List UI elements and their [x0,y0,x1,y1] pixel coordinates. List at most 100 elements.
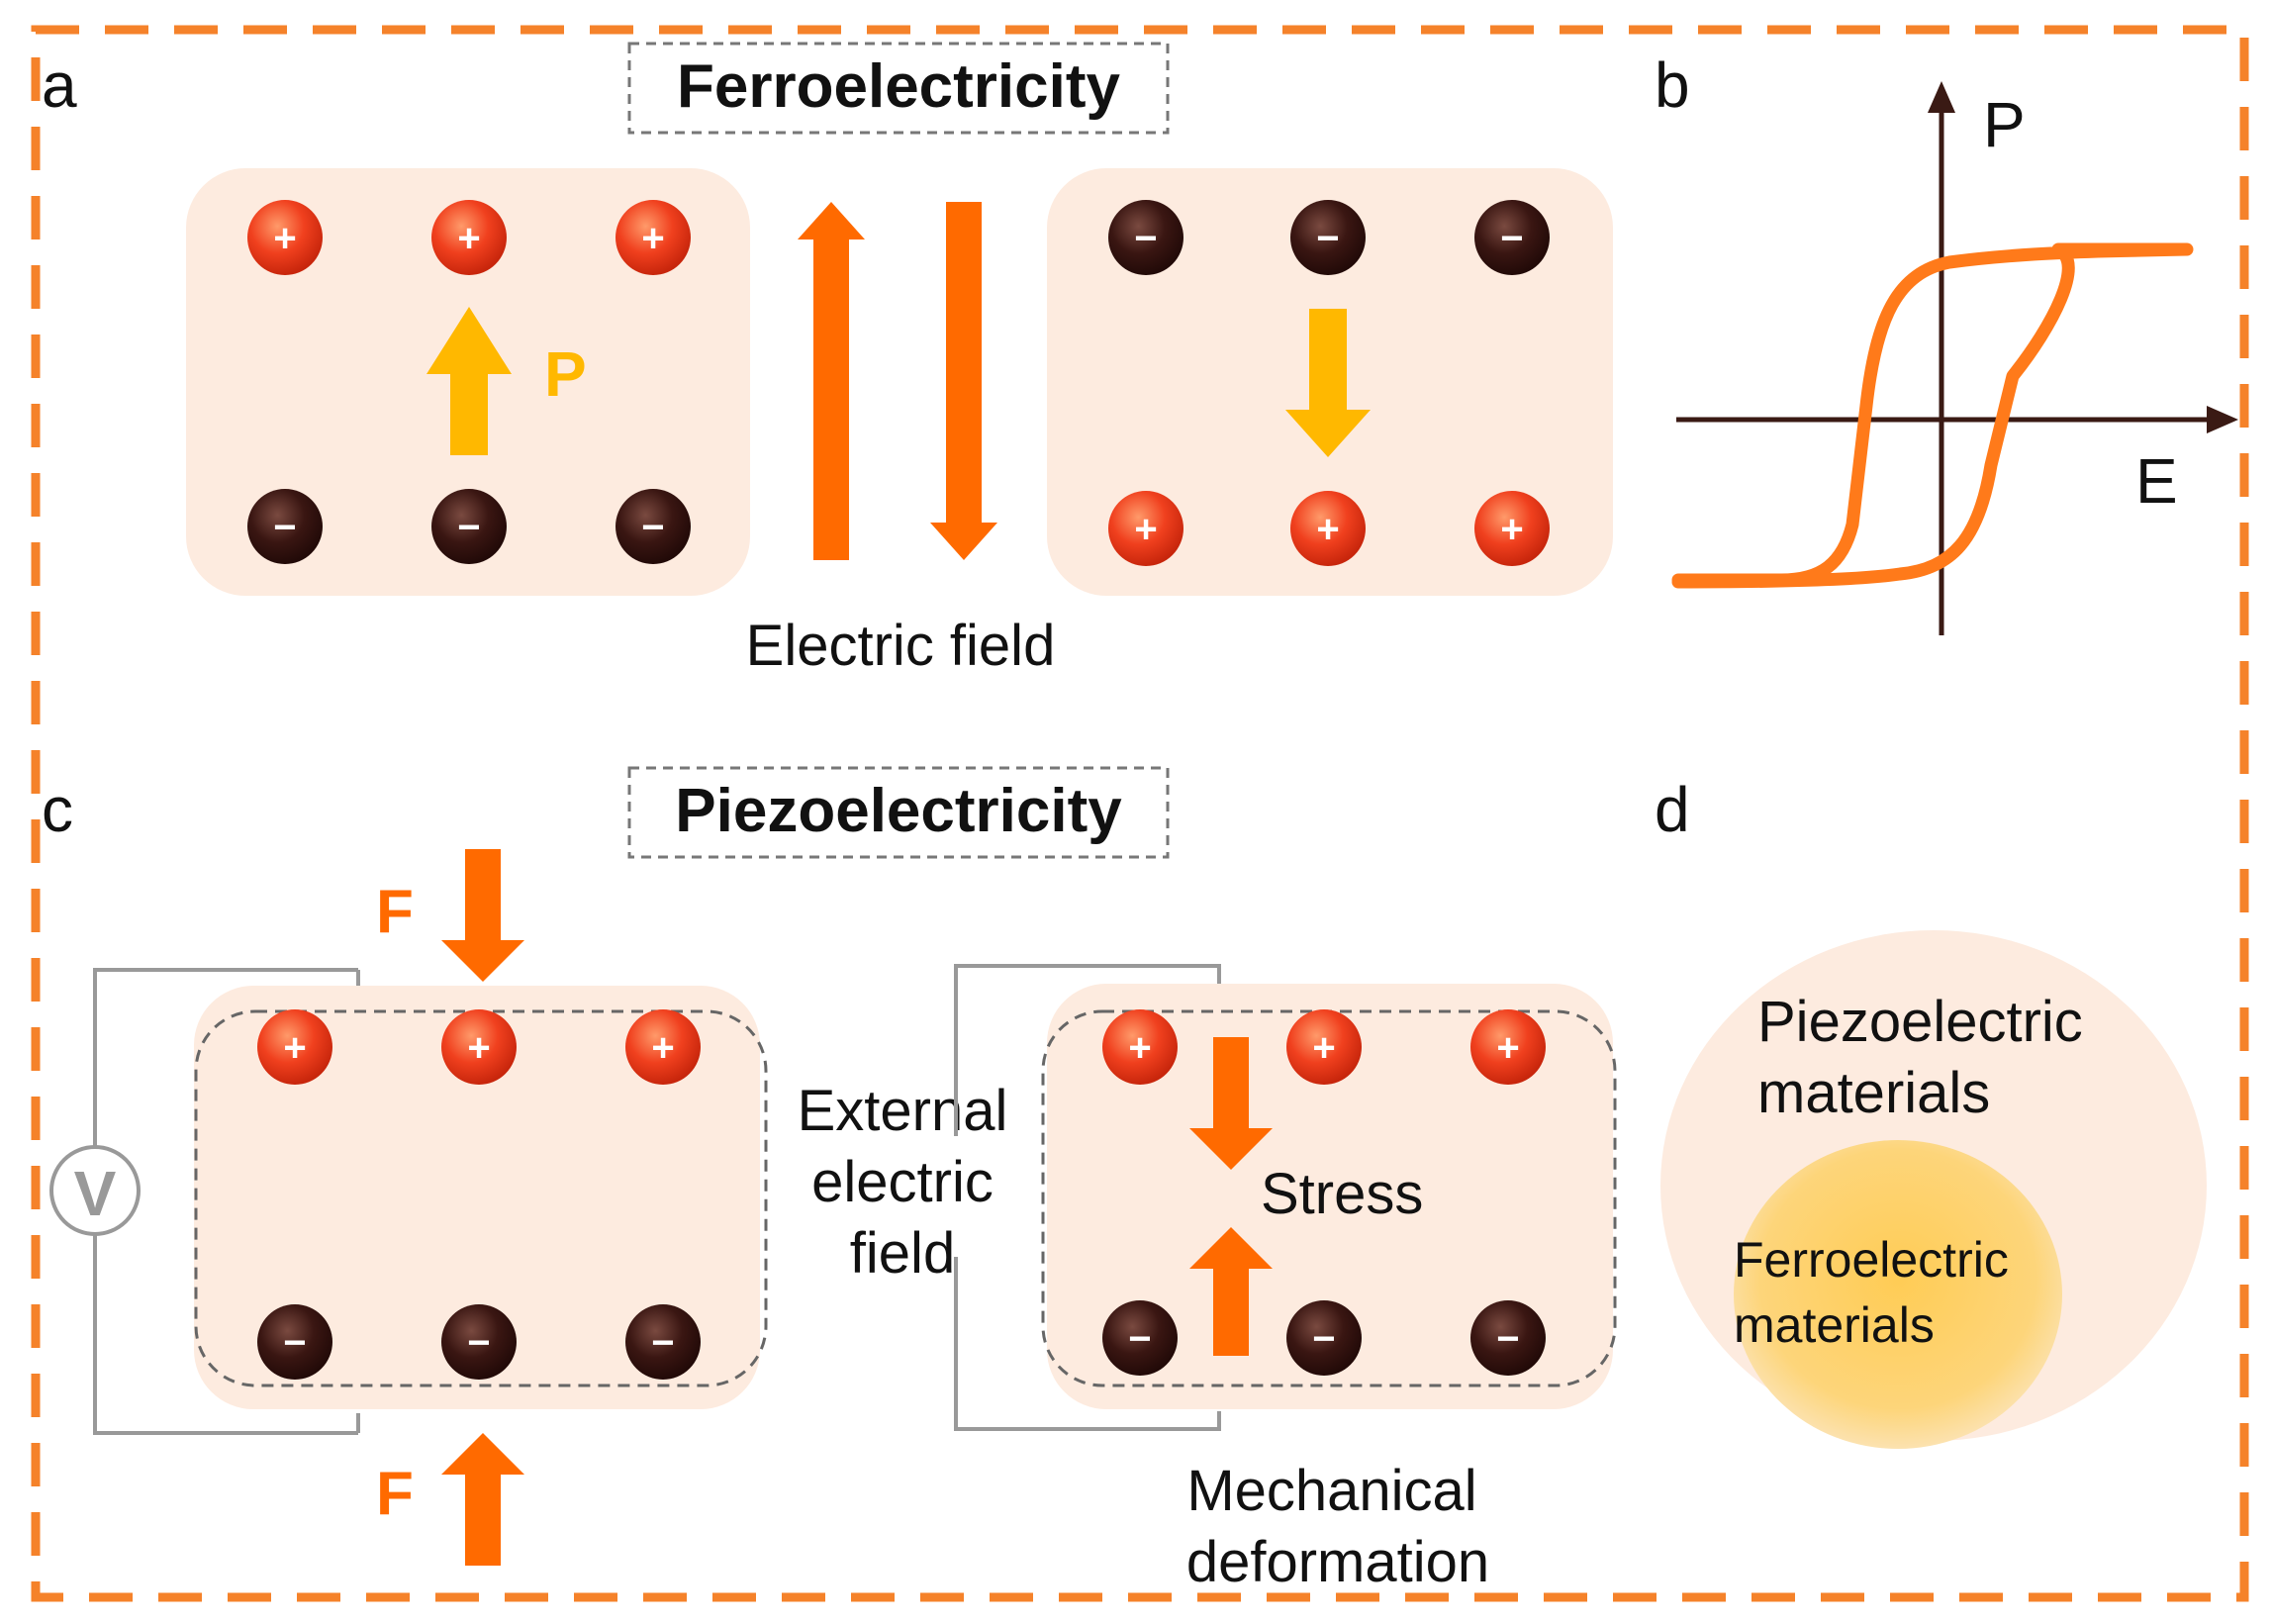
svg-text:+: + [641,217,664,260]
force-down-arrow [441,849,524,982]
negative-charge: − [1286,1300,1362,1376]
svg-text:+: + [273,217,296,260]
svg-text:−: − [467,1321,490,1365]
e-axis-label: E [2135,445,2178,517]
p-axis-label: P [1983,89,2026,160]
panel-b: b P E [1655,49,2238,635]
panel-a: a Ferroelectricity + + + − − − P Electri… [42,42,1613,678]
external-electric-field-label: External electric field [798,1079,1008,1286]
field-up-arrow [798,202,865,560]
negative-charge: − [1108,200,1183,275]
svg-text:−: − [651,1321,674,1365]
piezo-right-box [1047,984,1613,1409]
positive-charge: + [1102,1009,1178,1085]
stress-up-arrow [1189,1227,1273,1356]
mechanical-deformation-label: Mechanical deformation [1186,1459,1489,1594]
polarization-up-arrow [426,307,512,455]
svg-text:Mechanical: Mechanical [1186,1459,1476,1523]
svg-text:+: + [1496,1026,1519,1070]
positive-charge: + [615,200,691,275]
negative-charge: − [441,1304,517,1380]
charges-c-right-top: + + + [1102,1009,1546,1085]
field-down-arrow [930,202,997,560]
voltmeter-wire [93,968,358,1156]
panel-d: d Piezoelectric materials Ferroelectric … [1655,774,2207,1449]
positive-charge: + [1286,1009,1362,1085]
svg-text:+: + [1316,508,1339,551]
svg-text:materials: materials [1734,1297,1935,1353]
voltmeter-label: V [74,1158,117,1229]
svg-text:−: − [1496,1317,1519,1361]
hysteresis-loop [1671,242,2194,589]
charges-a-right-bottom: + + + [1108,491,1550,566]
p-axis-arrowhead [1928,81,1955,113]
voltmeter-icon: V [49,1145,141,1236]
negative-charge: − [257,1304,332,1380]
negative-charge: − [1474,200,1550,275]
negative-charge: − [1102,1300,1178,1376]
ferroelectric-materials-label: Ferroelectric materials [1734,1232,2009,1353]
svg-text:+: + [457,217,480,260]
electrode-wire [954,1257,1221,1431]
svg-text:External: External [798,1079,1008,1143]
negative-charge: − [1290,200,1366,275]
svg-text:+: + [651,1026,674,1070]
piezoelectric-materials-label: Piezoelectric materials [1757,990,2083,1125]
positive-charge: + [441,1009,517,1085]
panel-c-label: c [42,774,73,845]
charges-a-left-bottom: − − − [247,489,691,564]
svg-text:+: + [1312,1026,1335,1070]
svg-text:+: + [1134,508,1157,551]
svg-text:+: + [467,1026,490,1070]
e-axis-arrowhead [2207,406,2238,433]
charges-a-left-top: + + + [247,200,691,275]
piezoelectricity-title: Piezoelectricity [675,777,1122,845]
positive-charge: + [1108,491,1183,566]
positive-charge: + [625,1009,701,1085]
charges-c-left-top: + + + [257,1009,701,1085]
svg-text:Piezoelectric: Piezoelectric [1757,990,2083,1054]
piezo-left-box [194,986,760,1409]
svg-text:−: − [1128,1317,1151,1361]
positive-charge: + [1474,491,1550,566]
svg-text:field: field [850,1221,955,1286]
electrode-wire [954,964,1221,1136]
positive-charge: + [247,200,323,275]
negative-charge: − [625,1304,701,1380]
svg-text:−: − [283,1321,306,1365]
polarization-label: P [544,338,587,410]
svg-text:Ferroelectric: Ferroelectric [1734,1232,2009,1288]
svg-text:+: + [283,1026,306,1070]
polarization-down-arrow [1285,309,1371,457]
force-label-bottom: F [376,1460,414,1528]
ferroelectricity-title: Ferroelectricity [677,52,1121,121]
svg-text:deformation: deformation [1186,1530,1489,1594]
svg-text:+: + [1128,1026,1151,1070]
svg-text:−: − [641,506,664,549]
piezoelectricity-title-box [627,766,1170,859]
panel-c: c Piezoelectricity F F V + + + − − − [42,766,1617,1594]
force-up-arrow [441,1433,524,1566]
svg-text:−: − [1312,1317,1335,1361]
svg-text:electric: electric [811,1150,994,1214]
negative-charge: − [431,489,507,564]
charges-c-left-bottom: − − − [257,1304,701,1380]
positive-charge: + [1470,1009,1546,1085]
force-label-top: F [376,878,414,946]
negative-charge: − [615,489,691,564]
panel-d-label: d [1655,774,1690,845]
positive-charge: + [1290,491,1366,566]
svg-text:−: − [1134,217,1157,260]
stress-label: Stress [1261,1162,1423,1226]
svg-text:−: − [1316,217,1339,260]
panel-a-label: a [42,49,77,121]
charges-c-right-bottom: − − − [1102,1300,1546,1376]
charges-a-right-top: − − − [1108,200,1550,275]
voltmeter-wire [93,1225,358,1435]
positive-charge: + [431,200,507,275]
stress-down-arrow [1189,1037,1273,1170]
outer-dashed-frame [31,25,2249,1602]
svg-text:−: − [1500,217,1523,260]
negative-charge: − [1470,1300,1546,1376]
